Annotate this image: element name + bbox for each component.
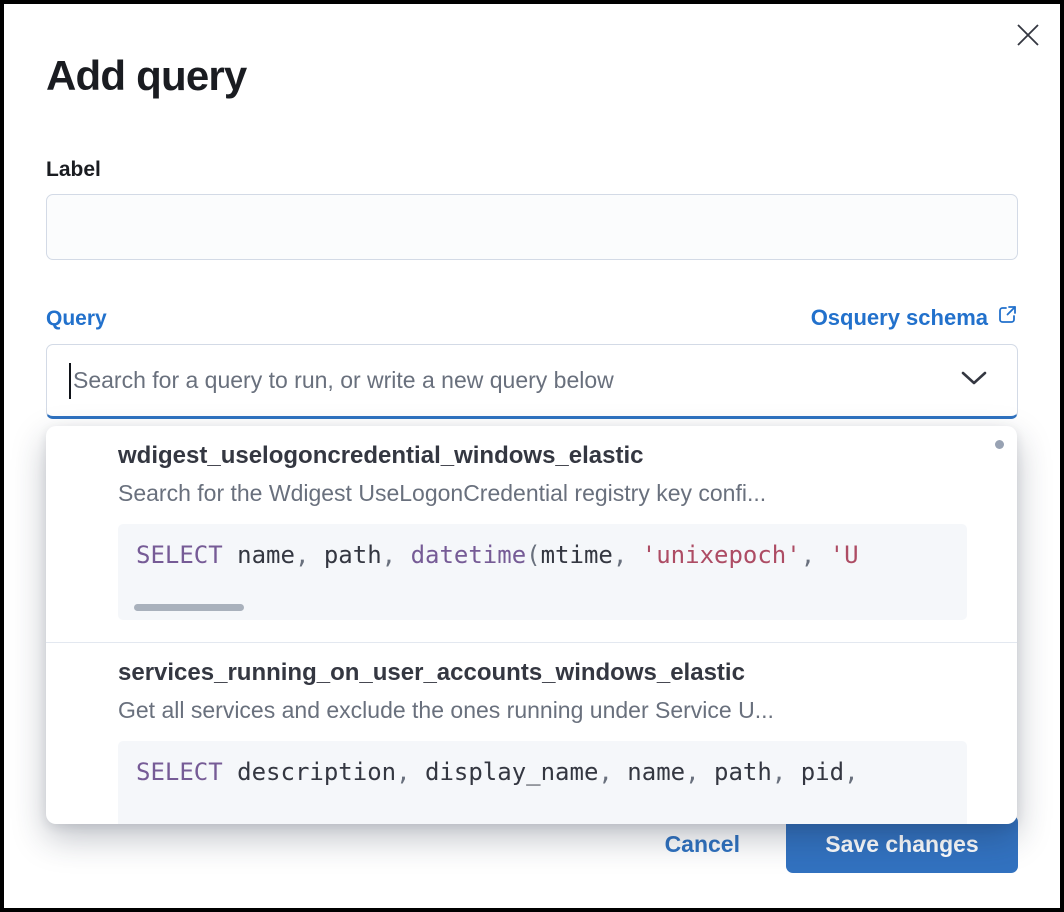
sql-snippet: SELECT description, display_name, name, … [136, 758, 859, 786]
close-icon [1015, 22, 1041, 51]
query-option-title: wdigest_uselogoncredential_windows_elast… [118, 442, 644, 469]
query-option-title: services_running_on_user_accounts_window… [118, 659, 745, 686]
cancel-button[interactable]: Cancel [664, 830, 740, 857]
query-option-description: Search for the Wdigest UseLogonCredentia… [118, 480, 767, 506]
osquery-schema-link[interactable]: Osquery schema [811, 304, 1018, 331]
modal-footer: Cancel Save changes [665, 815, 1018, 873]
query-combobox[interactable]: Search for a query to run, or write a ne… [46, 344, 1018, 419]
sql-snippet: SELECT name, path, datetime(mtime, 'unix… [136, 541, 859, 569]
modal-body: Add query Label Query Osquery schema [4, 4, 1060, 908]
chevron-down-icon[interactable] [959, 369, 989, 392]
query-option-wdigest[interactable]: wdigest_uselogoncredential_windows_elast… [46, 426, 1017, 640]
horizontal-scrollbar-thumb[interactable] [134, 604, 244, 611]
label-field-label: Label [46, 158, 101, 181]
query-field-group: Query Osquery schema Search for a query … [46, 304, 1018, 824]
close-button[interactable] [1008, 16, 1048, 56]
combobox-placeholder: Search for a query to run, or write a ne… [73, 367, 614, 393]
option-divider [46, 642, 1017, 643]
modal-title: Add query [46, 52, 247, 99]
vertical-scrollbar-thumb[interactable] [995, 440, 1004, 449]
external-link-icon [997, 304, 1018, 331]
query-field-label: Query [46, 307, 107, 330]
query-option-code-block: SELECT description, display_name, name, … [118, 741, 967, 824]
query-field-header: Query Osquery schema [46, 304, 1018, 331]
query-option-services[interactable]: services_running_on_user_accounts_window… [46, 643, 1017, 824]
query-option-description: Get all services and exclude the ones ru… [118, 697, 774, 723]
query-option-code-block: SELECT name, path, datetime(mtime, 'unix… [118, 524, 967, 620]
label-input[interactable] [46, 194, 1018, 260]
save-button[interactable]: Save changes [786, 815, 1018, 873]
osquery-schema-link-text: Osquery schema [810, 304, 988, 330]
query-suggestions-dropdown: wdigest_uselogoncredential_windows_elast… [46, 426, 1017, 824]
text-caret [69, 362, 71, 399]
